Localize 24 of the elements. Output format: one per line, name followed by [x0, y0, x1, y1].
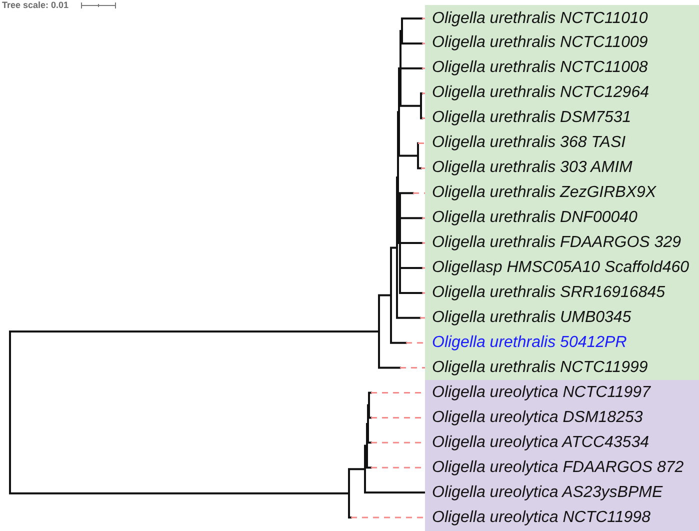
- taxon-label: Oligella urethralis 50412PR: [432, 332, 627, 353]
- taxon-label: Oligella urethralis DNF00040: [432, 208, 638, 228]
- taxon-label: Oligella urethralis 303 AMIM: [432, 158, 632, 178]
- taxon-label: Oligella urethralis NCTC11999: [432, 358, 648, 378]
- taxon-label: Oligella urethralis SRR16916845: [432, 282, 666, 303]
- taxon-label: Oligella urethralis FDAARGOS 329: [432, 233, 681, 254]
- taxon-label: Oligella urethralis NCTC11008: [432, 58, 648, 78]
- taxon-label: Oligella urethralis NCTC11010: [432, 8, 648, 28]
- taxon-label: Oligella urethralis NCTC11009: [432, 33, 648, 54]
- taxon-label: Oligella urethralis NCTC12964: [432, 83, 649, 104]
- taxon-label: Oligella urethralis UMB0345: [432, 308, 632, 328]
- taxon-label: Oligella ureolytica AS23ysBPME: [432, 482, 663, 503]
- tree-scale-label: Tree scale: 0.01: [2, 0, 69, 11]
- taxon-label: Oligella urethralis 368 TASI: [432, 133, 626, 154]
- taxon-label: Oligellasp HMSC05A10 Scaffold460: [432, 258, 690, 278]
- taxon-label: Oligella urethralis DSM7531: [432, 108, 632, 128]
- clade-band: [425, 380, 699, 531]
- taxon-label: Oligella urethralis ZezGIRBX9X: [432, 183, 656, 204]
- taxon-label: Oligella ureolytica DSM18253: [432, 408, 643, 428]
- taxon-label: Oligella ureolytica FDAARGOS 872: [432, 458, 684, 478]
- clade-band: [425, 5, 699, 380]
- taxon-label: Oligella ureolytica NCTC11998: [432, 508, 650, 528]
- taxon-label: Oligella ureolytica NCTC11997: [432, 382, 650, 403]
- taxon-label: Oligella ureolytica ATCC43534: [432, 432, 649, 453]
